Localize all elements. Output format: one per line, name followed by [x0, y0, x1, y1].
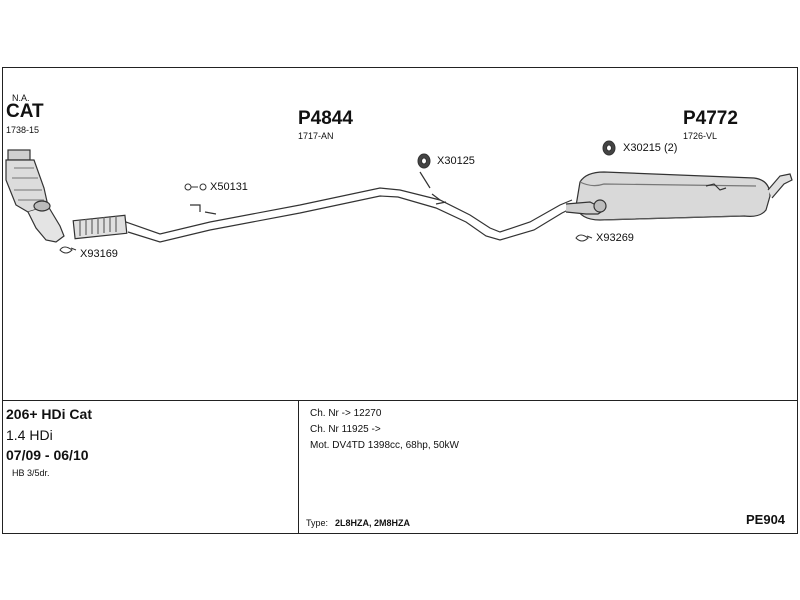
clamp-icon-x93169 — [59, 246, 77, 254]
cat-part-number: 1738-15 — [6, 125, 40, 135]
info-column-divider — [298, 400, 299, 534]
rear-silencer[interactable] — [565, 171, 793, 221]
chassis-number-to: Ch. Nr -> 12270 — [310, 408, 382, 419]
diagram-frame — [2, 67, 798, 534]
front-pipe[interactable] — [72, 171, 573, 243]
rubber-mount-icon-x30215 — [602, 140, 616, 156]
chassis-number-from: Ch. Nr 11925 -> — [310, 424, 381, 435]
type-label: Type: — [306, 518, 329, 528]
model-name: 206+ HDi Cat — [6, 406, 92, 422]
rear-silencer-name: P4772 — [683, 108, 738, 129]
diagram-code: PE904 — [746, 512, 786, 527]
fitting-label-x50131: X50131 — [210, 181, 248, 193]
engine-label: 1.4 HDi — [6, 427, 53, 443]
fitting-label-x93269: X93269 — [596, 232, 634, 244]
production-years: 07/09 - 06/10 — [6, 447, 89, 463]
bolt-icon-x50131 — [184, 183, 207, 191]
rear-silencer-part-number: 1726-VL — [683, 131, 718, 141]
fitting-label-x30215: X30215 (2) — [623, 142, 678, 154]
catalytic-converter[interactable] — [5, 149, 65, 243]
body-type: HB 3/5dr. — [12, 468, 50, 478]
clamp-icon-x93269 — [575, 234, 593, 242]
cat-top-label: N.A. — [12, 93, 30, 103]
cat-name: CAT — [6, 101, 44, 122]
type-value: 2L8HZA, 2M8HZA — [335, 518, 411, 528]
front-pipe-name: P4844 — [298, 108, 353, 129]
info-divider — [2, 400, 798, 401]
motor-spec: Mot. DV4TD 1398cc, 68hp, 50kW — [310, 440, 459, 451]
fitting-label-x93169: X93169 — [80, 248, 118, 260]
fitting-label-x30125: X30125 — [437, 155, 475, 167]
front-pipe-part-number: 1717-AN — [298, 131, 334, 141]
rubber-mount-icon-x30125 — [417, 153, 431, 169]
